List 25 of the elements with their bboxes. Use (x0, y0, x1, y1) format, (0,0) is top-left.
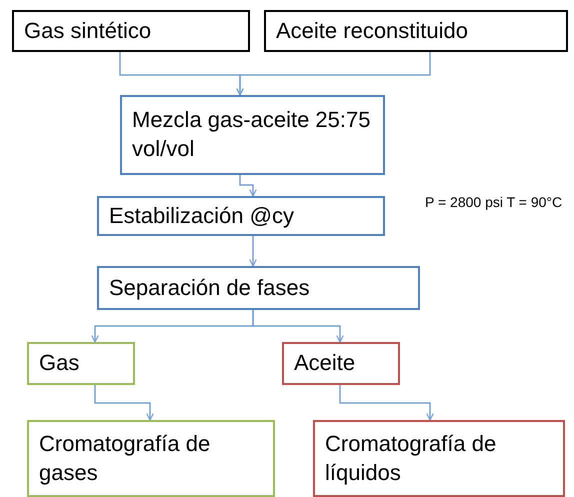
box-text: Estabilización @cy (109, 202, 294, 230)
connector-arrow (252, 310, 344, 343)
process-box (97, 196, 385, 236)
box-text: Gas sintético (24, 16, 152, 45)
box-text: Cromatografía de líquidos (325, 430, 498, 487)
connector-arrow (249, 236, 257, 267)
process-box (27, 342, 135, 385)
box-text: Aceite (294, 349, 356, 378)
condition-note: P = 2800 psi T = 90°C (425, 193, 564, 212)
box-text: Separación de fases (109, 274, 310, 302)
box-text: Gas (39, 349, 80, 378)
process-box (12, 10, 250, 52)
process-box (313, 420, 565, 497)
process-box (27, 420, 275, 497)
connector-arrow (239, 175, 257, 197)
box-text: Cromatografía de gases (39, 430, 212, 487)
connector-arrow (339, 385, 434, 421)
connector-arrow (236, 52, 431, 96)
box-text: Aceite reconstituido (276, 16, 468, 45)
box-text: Mezcla gas-aceite 25:75 vol/vol (132, 106, 372, 163)
process-box (282, 342, 400, 385)
process-box (120, 95, 385, 175)
process-box (97, 266, 420, 310)
connector-arrow (94, 385, 154, 421)
process-box (264, 10, 568, 52)
